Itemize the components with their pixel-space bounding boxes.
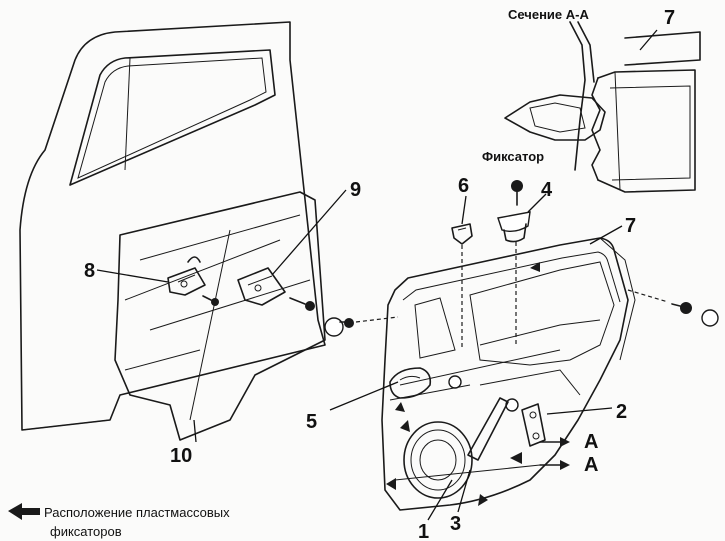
legend-line-1: Расположение пластмассовых (44, 505, 230, 520)
clip-6 (451, 223, 473, 350)
callout-3: 3 (450, 513, 461, 535)
window-regulator-panel (114, 191, 326, 441)
clip-left (324, 316, 399, 337)
speaker-grille (403, 421, 473, 499)
leader-lines (96, 29, 658, 521)
callout-4: 4 (541, 179, 553, 201)
legend-arrow-icon (8, 503, 40, 520)
section-arrow-upper (539, 437, 570, 447)
callout-5: 5 (306, 411, 317, 433)
callout-9: 9 (350, 179, 361, 201)
section-a-a-detail (504, 21, 701, 193)
callout-1: 1 (418, 521, 429, 541)
door-frame (19, 21, 326, 431)
legend-line-2: фиксаторов (50, 524, 122, 539)
screw-8 (202, 295, 219, 306)
bezel-cover (467, 397, 509, 461)
section-mark-a-lower: A (584, 454, 598, 476)
callout-10: 10 (170, 445, 192, 467)
inner-handle (389, 367, 462, 399)
clip-right (627, 289, 719, 327)
fastener-cap-4 (497, 180, 531, 345)
callout-7-top: 7 (664, 7, 675, 29)
switch-plate (505, 398, 546, 447)
door-trim-panel (381, 237, 636, 511)
retainer-arrows (386, 262, 540, 506)
callout-2: 2 (616, 401, 627, 423)
regulator-bracket (167, 256, 206, 296)
callout-7-mid: 7 (625, 215, 636, 237)
regulator-mechanism (237, 267, 286, 306)
section-arrow-lower (539, 460, 570, 470)
screw-9 (289, 297, 315, 311)
callout-6: 6 (458, 175, 469, 197)
callout-8: 8 (84, 260, 95, 282)
section-title: Сечение А-А (508, 7, 589, 22)
retainer-label: Фиксатор (482, 149, 544, 164)
section-mark-a-upper: A (584, 431, 598, 453)
